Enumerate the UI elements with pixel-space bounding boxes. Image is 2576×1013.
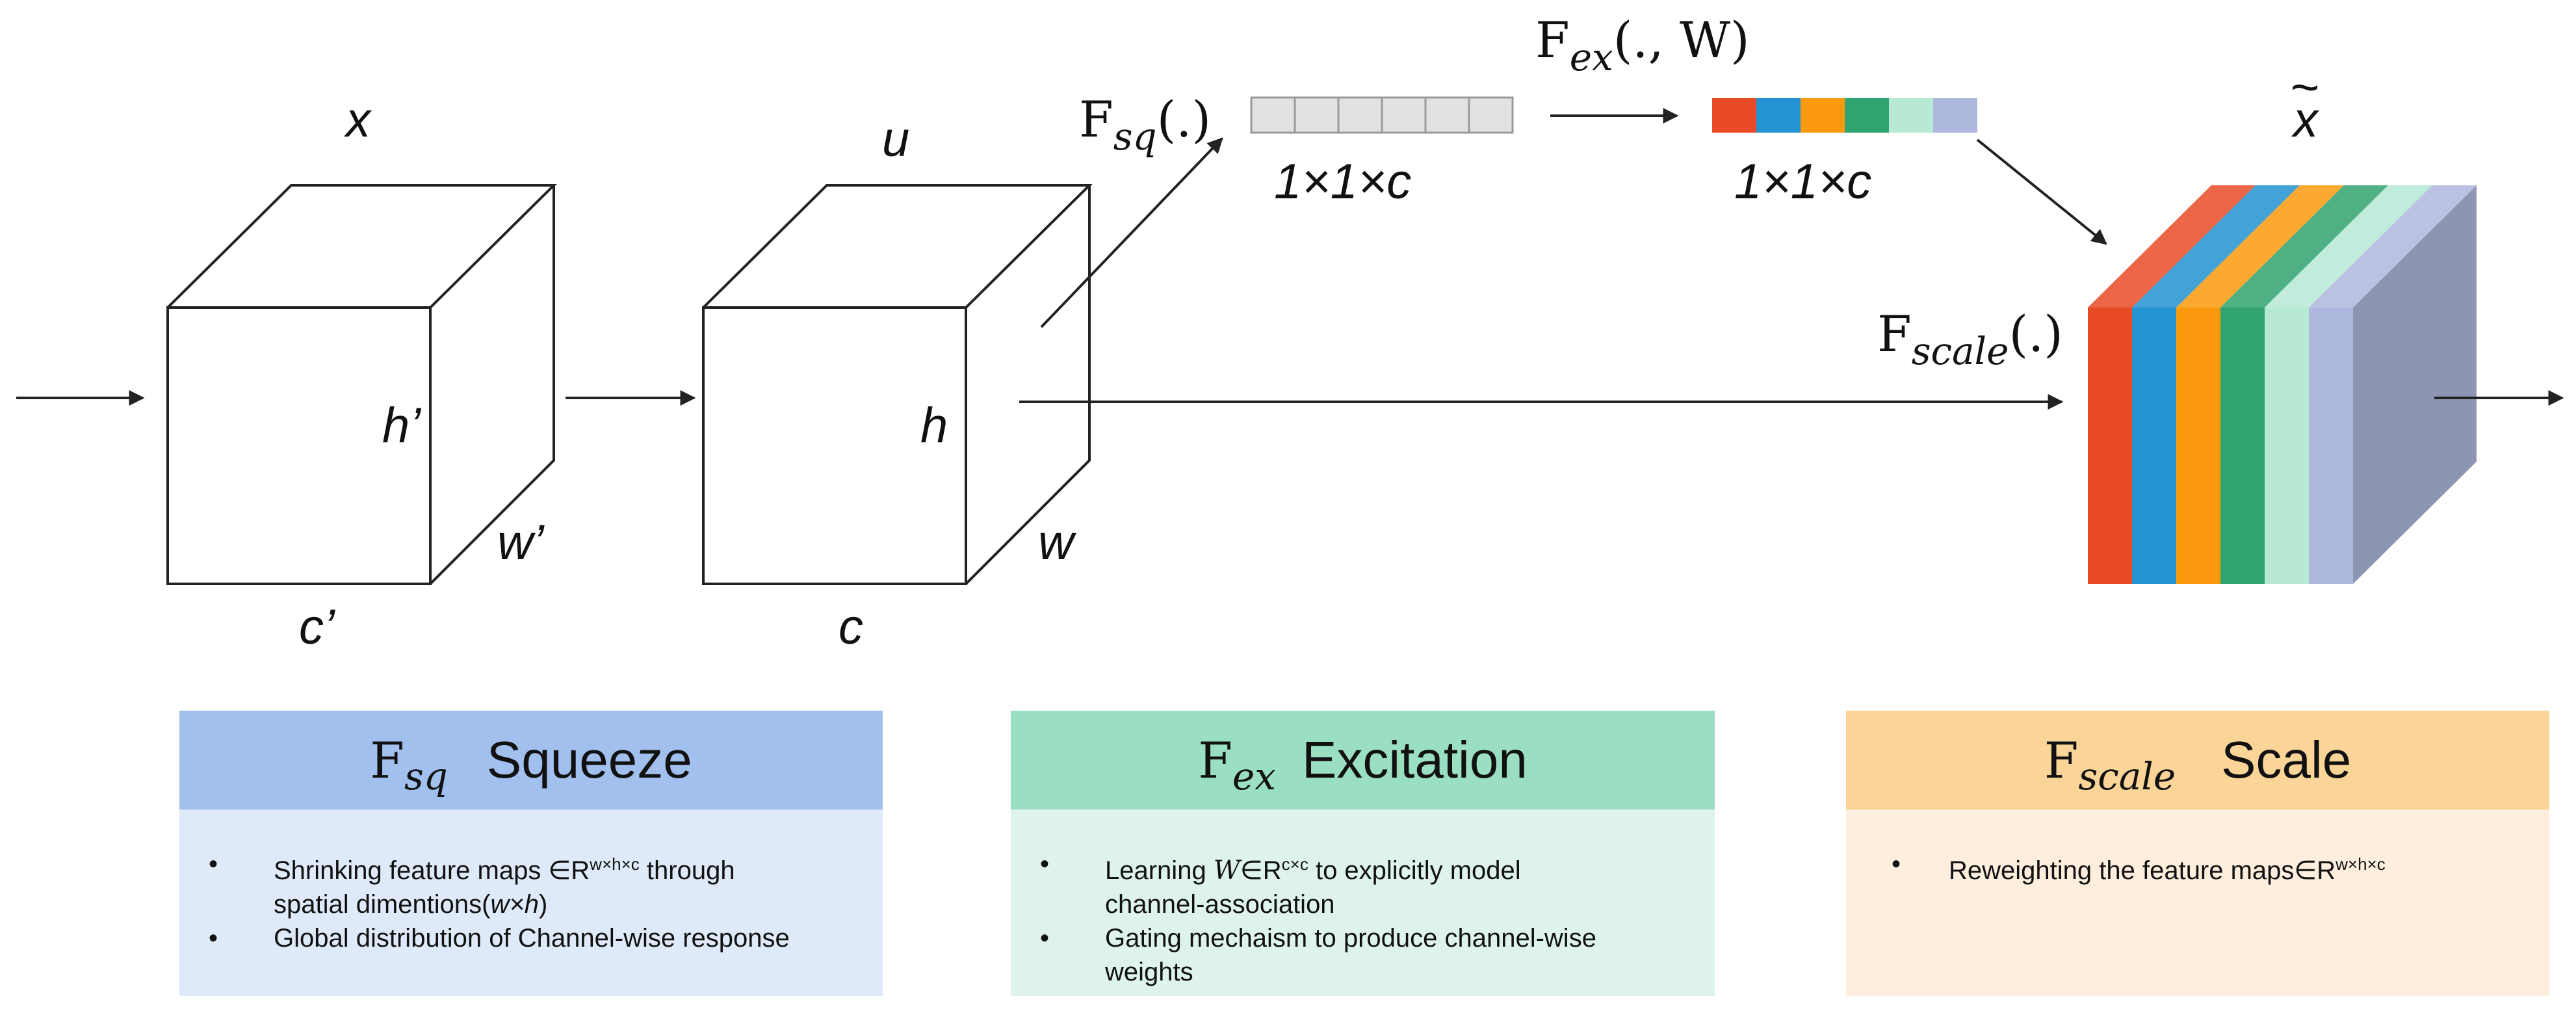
output-block-side-face bbox=[2353, 185, 2477, 584]
output-block-top-slice bbox=[2265, 185, 2432, 308]
squeeze-panel: Fsq Squeeze •Shrinking feature maps ∈Rw×… bbox=[179, 711, 883, 996]
excitation-vector-cell bbox=[1712, 98, 1756, 133]
transformed-cube-width-label: w bbox=[1038, 515, 1076, 570]
squeeze-vector-cell bbox=[1294, 96, 1340, 134]
excitation-vector-cell bbox=[1933, 98, 1977, 133]
scale-symbol: Fscale bbox=[2044, 731, 2176, 798]
squeeze-vector-cell bbox=[1250, 96, 1296, 134]
squeeze-arrow bbox=[1040, 137, 1223, 328]
output-block-top-slice bbox=[2309, 185, 2477, 308]
output-block-top-slice bbox=[2220, 185, 2388, 308]
input-cube-top-label: x bbox=[343, 92, 372, 148]
transformed-cube-height-label: h bbox=[920, 398, 948, 453]
output-block-top-slice bbox=[2176, 185, 2344, 308]
excitation-panel: Fex Excitation •Learning W∈Rc×c to expli… bbox=[1011, 711, 1715, 996]
excitation-vector-cell bbox=[1845, 98, 1889, 133]
excitation-vector bbox=[1712, 98, 1977, 133]
input-cube-channel-label: c’ bbox=[299, 599, 335, 655]
excitation-vector-cell bbox=[1889, 98, 1933, 133]
output-block-top-slice bbox=[2132, 185, 2300, 308]
squeeze-panel-header: Fsq Squeeze bbox=[179, 711, 883, 809]
excitation-vector-cell bbox=[1801, 98, 1845, 133]
scale-title: Scale bbox=[2221, 731, 2352, 789]
squeeze-vector-cell bbox=[1381, 96, 1427, 134]
scale-panel-body: •Reweighting the feature maps∈Rw×h×c bbox=[1846, 809, 2549, 996]
squeeze-vector-cell bbox=[1468, 96, 1514, 134]
scale-bullet-1: •Reweighting the feature maps∈Rw×h×c bbox=[1892, 850, 2386, 885]
output-block-channel-slice bbox=[2176, 308, 2220, 584]
output-block-top-slice bbox=[2088, 185, 2256, 308]
scale-panel: Fscale Scale •Reweighting the feature ma… bbox=[1846, 711, 2549, 996]
output-block bbox=[2088, 185, 2477, 584]
output-block-channel-slice bbox=[2220, 308, 2265, 584]
input-cube bbox=[166, 184, 557, 585]
output-block-channel-slice bbox=[2265, 308, 2309, 584]
squeeze-vector bbox=[1250, 96, 1514, 134]
excitation-vector-cell bbox=[1756, 98, 1801, 133]
squeeze-vector-label: 1×1×c bbox=[1274, 154, 1411, 209]
excitation-function-label: Fex(., W) bbox=[1535, 11, 1750, 79]
squeeze-title: Squeeze bbox=[486, 731, 692, 789]
excitation-symbol: Fex bbox=[1198, 731, 1276, 798]
output-tilde: ~ bbox=[2291, 60, 2319, 115]
output-block-channel-slice bbox=[2132, 308, 2176, 584]
transformed-cube bbox=[702, 184, 1093, 585]
squeeze-symbol: Fsq bbox=[370, 731, 448, 798]
excitation-to-output-arrow bbox=[1976, 138, 2107, 245]
squeeze-vector-cell bbox=[1337, 96, 1383, 134]
squeeze-vector-cell bbox=[1424, 96, 1470, 134]
transformed-cube-channel-label: c bbox=[839, 599, 863, 655]
squeeze-function-label: Fsq(.) bbox=[1079, 90, 1211, 159]
input-cube-height-label: h’ bbox=[382, 398, 421, 453]
scale-panel-header: Fscale Scale bbox=[1846, 711, 2549, 809]
excitation-bullet-2: •Gating mechaism to produce channel-wise… bbox=[1040, 924, 1596, 986]
scale-function-label: Fscale(.) bbox=[1877, 305, 2063, 373]
squeeze-bullet-2: •Global distribution of Channel-wise res… bbox=[209, 924, 790, 953]
output-label: x bbox=[2291, 92, 2320, 148]
excitation-title: Excitation bbox=[1301, 731, 1528, 789]
output-block-channel-slice bbox=[2309, 308, 2353, 584]
excitation-vector-label: 1×1×c bbox=[1734, 154, 1871, 209]
input-cube-width-label: w’ bbox=[497, 515, 545, 570]
excitation-panel-header: Fex Excitation bbox=[1011, 711, 1715, 809]
output-block-channel-slice bbox=[2088, 308, 2132, 584]
transformed-cube-top-label: u bbox=[882, 112, 909, 167]
